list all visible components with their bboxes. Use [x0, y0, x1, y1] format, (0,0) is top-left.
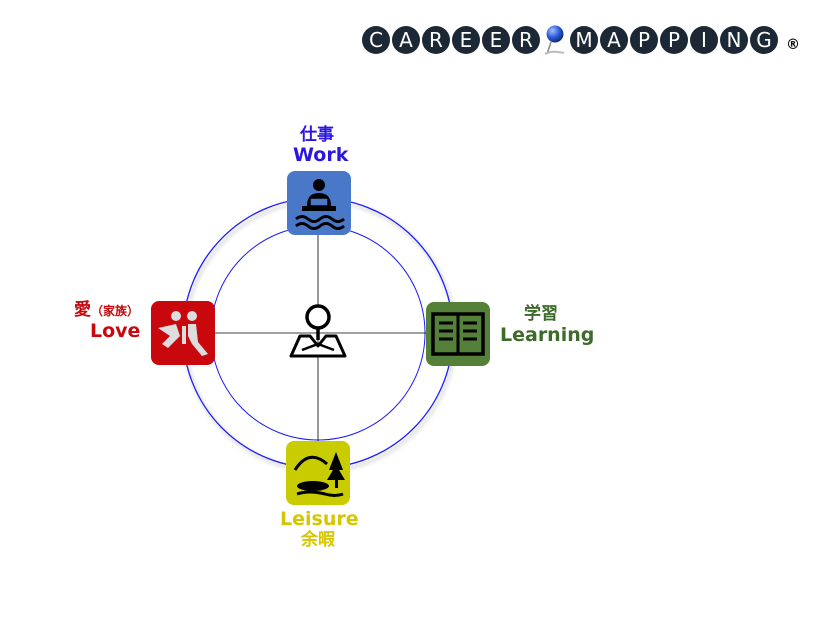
career-mapping-logo: C A R E E R M A P P I N G ® — [362, 24, 800, 56]
open-book-icon — [431, 312, 485, 356]
leisure-node[interactable] — [286, 441, 350, 505]
logo-letter: M — [570, 26, 598, 54]
love-label-jp: 愛（家族） — [74, 302, 139, 319]
work-label-en: Work — [293, 144, 349, 166]
work-node[interactable] — [287, 171, 351, 235]
logo-letter: R — [512, 26, 540, 54]
logo-letter: N — [720, 26, 748, 54]
love-label-jp-small: （家族） — [91, 304, 140, 318]
logo-letter: P — [630, 26, 658, 54]
person-desk-icon — [295, 179, 345, 230]
leisure-label-en: Leisure — [280, 508, 359, 530]
logo-letter: E — [452, 26, 480, 54]
logo-letter: I — [690, 26, 718, 54]
registered-mark: ® — [786, 37, 800, 53]
logo-letter: G — [750, 26, 778, 54]
love-label-en: Love — [90, 320, 141, 342]
logo-letter: C — [362, 26, 390, 54]
map-pin-icon — [544, 25, 565, 55]
logo-letter: A — [600, 26, 628, 54]
learning-node[interactable] — [426, 302, 490, 366]
landscape-icon — [293, 452, 345, 497]
logo-letter: R — [422, 26, 450, 54]
love-node[interactable] — [151, 301, 215, 365]
learning-label-jp: 学習 — [524, 304, 558, 324]
learning-label-en: Learning — [500, 324, 595, 346]
love-label-jp-main: 愛 — [74, 300, 91, 320]
logo-letter: P — [660, 26, 688, 54]
logo-letter: E — [482, 26, 510, 54]
map-pin-person-icon — [289, 304, 347, 358]
logo-letter: A — [392, 26, 420, 54]
family-icon — [158, 311, 208, 356]
work-label-jp: 仕事 — [300, 125, 334, 145]
leisure-label-jp: 余暇 — [301, 530, 335, 550]
